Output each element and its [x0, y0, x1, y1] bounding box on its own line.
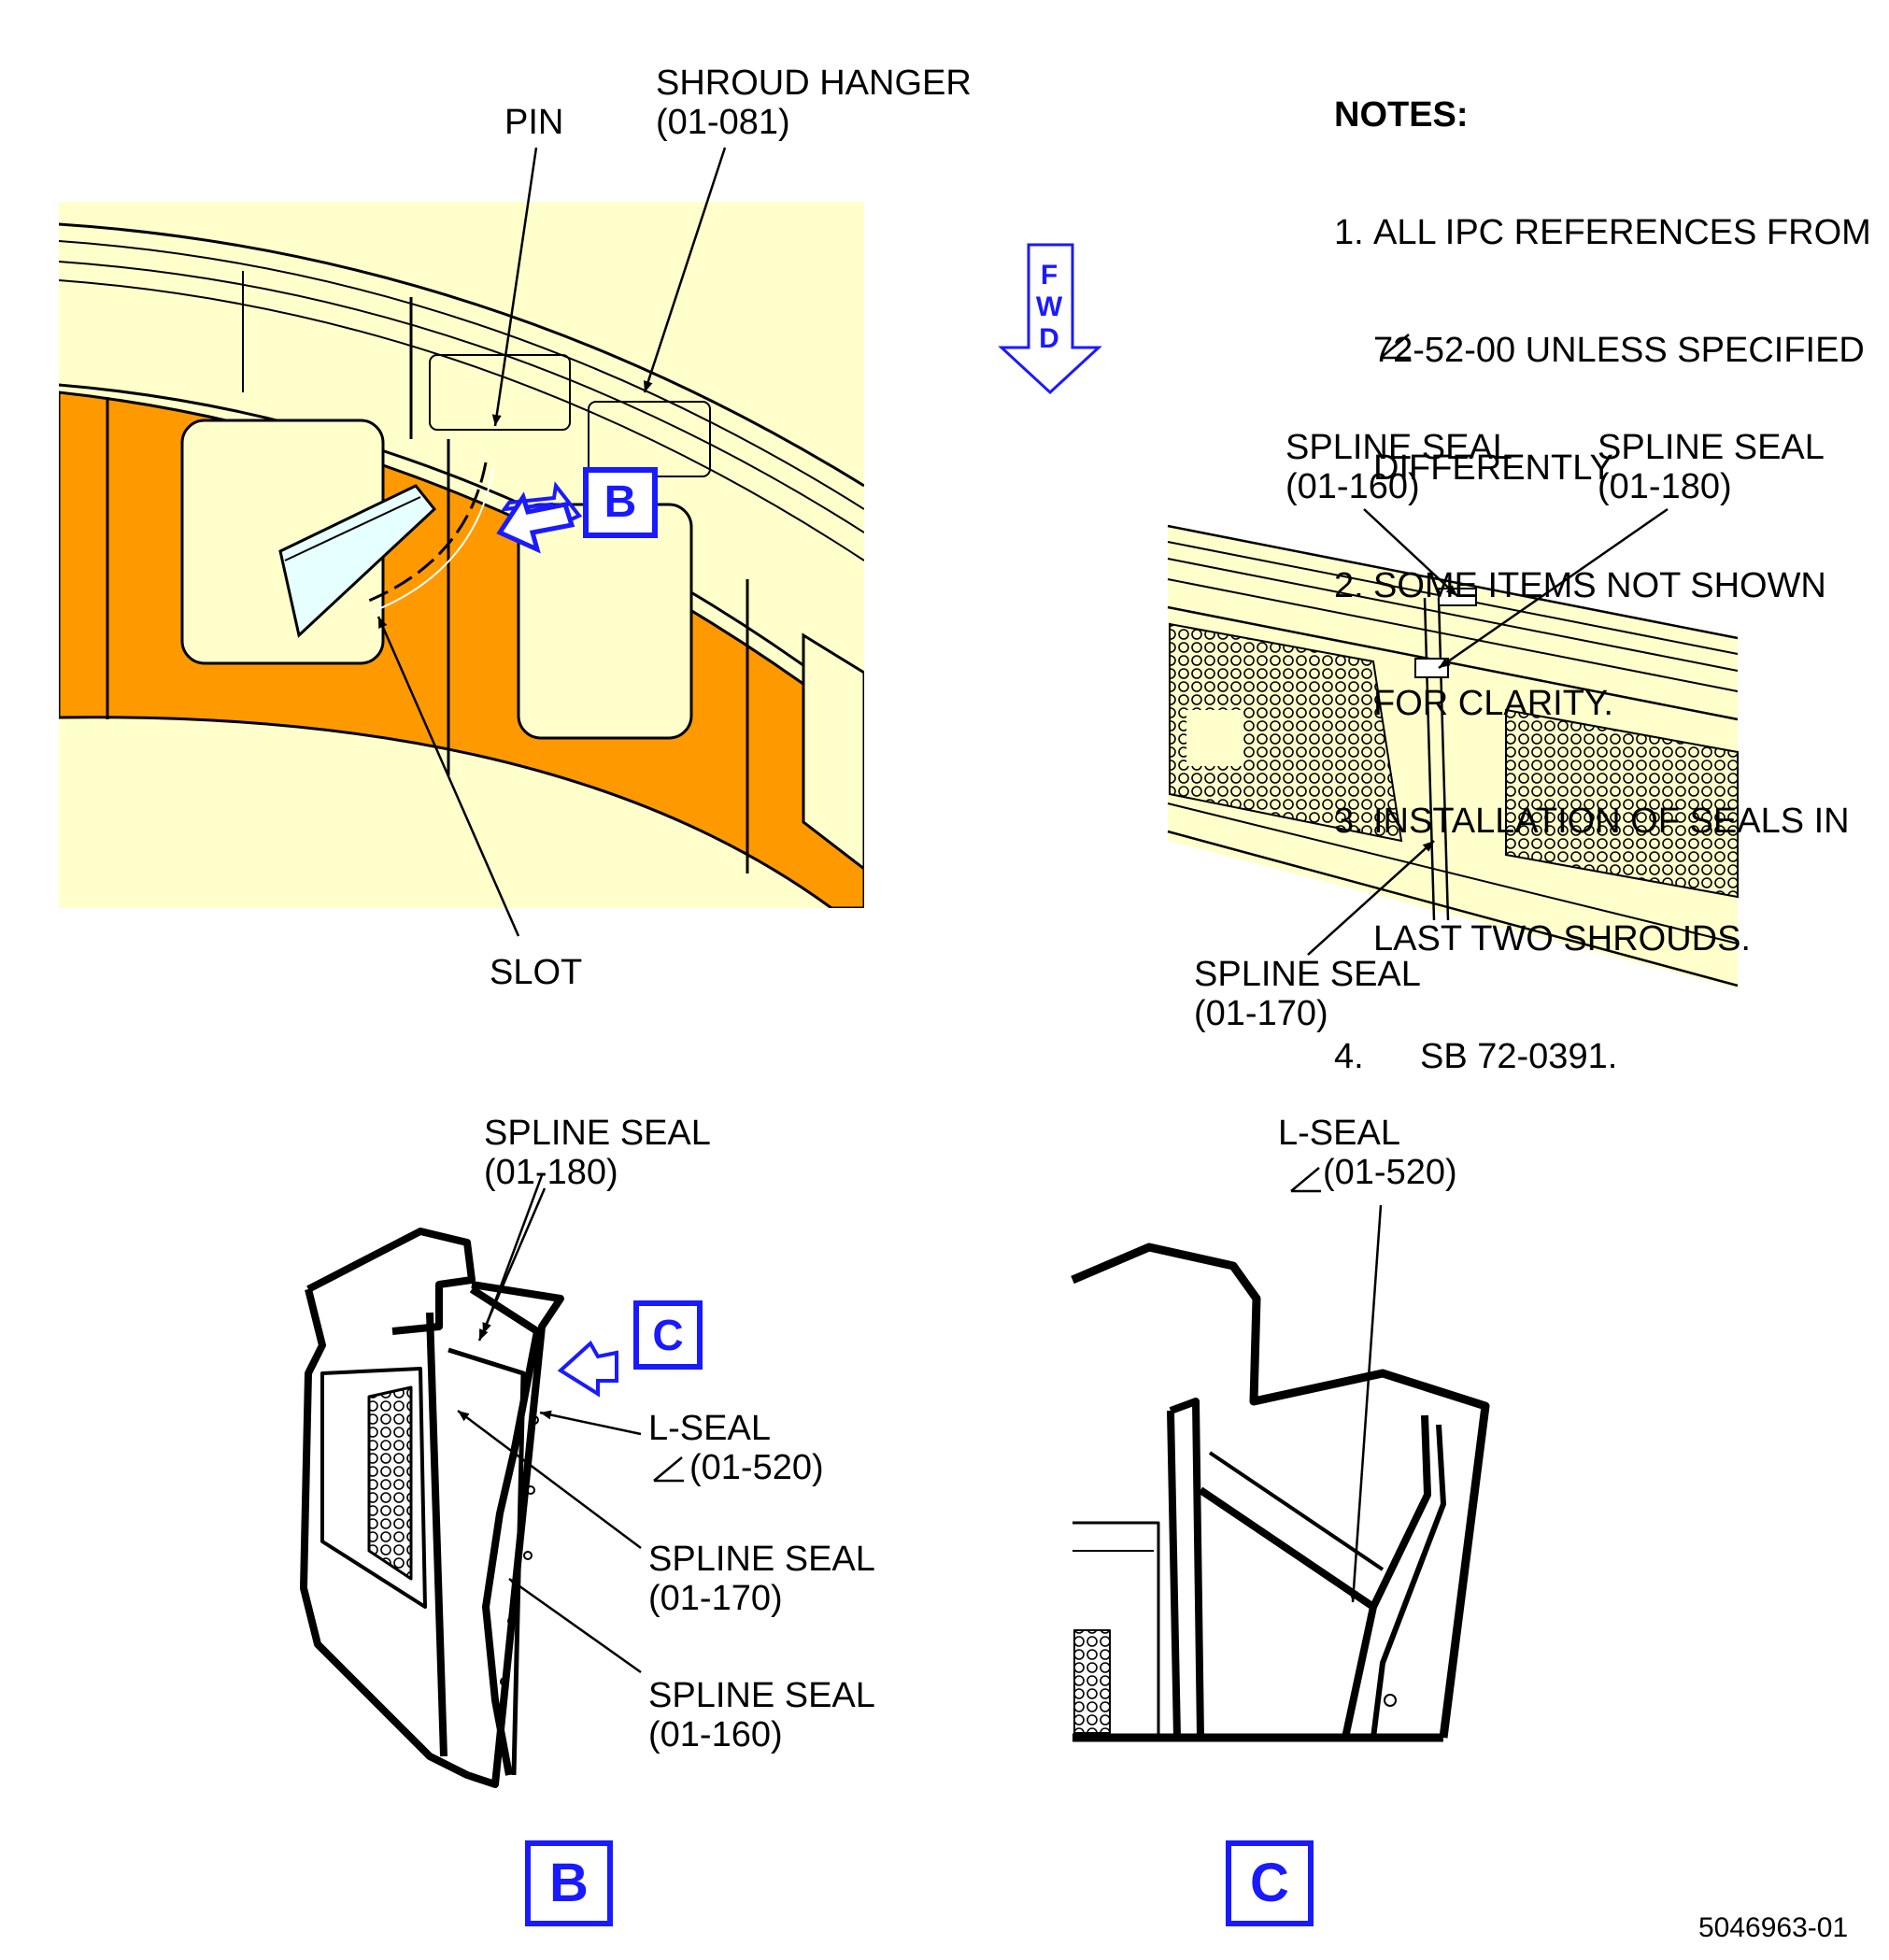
- note-text: ALL IPC REFERENCES FROM: [1373, 213, 1871, 252]
- label-spline-seal-160-name: SPLINE SEAL: [1285, 428, 1513, 467]
- label-pin: PIN: [504, 103, 564, 142]
- spline-seal-160-leader: [1363, 508, 1458, 597]
- label-spline-seal-180-name: SPLINE SEAL: [1598, 428, 1825, 467]
- label-spline-seal-170-ref: (01-170): [1194, 994, 1328, 1033]
- note-text: LAST TWO SHROUDS.: [1373, 919, 1751, 959]
- view-c-title: C: [1226, 1840, 1314, 1926]
- note-flag-icon: [1380, 334, 1411, 360]
- label-slot: SLOT: [490, 953, 583, 992]
- view-b-l-seal-leader: [539, 1410, 642, 1436]
- notes-block: NOTES: 1.ALL IPC REFERENCES FROM 72-52-0…: [1334, 17, 1871, 1115]
- view-c-l-seal-leader: [1348, 1204, 1383, 1603]
- view-b-label-spline-seal-160-ref: (01-160): [648, 1715, 783, 1754]
- view-c-arrow: [557, 1340, 618, 1398]
- note-text: INSTALLATION OF SEALS IN: [1373, 802, 1850, 841]
- fwd-letter: D: [1039, 323, 1059, 354]
- note-text: 72-52-00 UNLESS SPECIFIED: [1373, 331, 1865, 370]
- note-text: SOME ITEMS NOT SHOWN: [1373, 566, 1826, 605]
- note-number: 2.: [1334, 566, 1364, 605]
- view-b-label-spline-seal-170-name: SPLINE SEAL: [648, 1540, 875, 1579]
- label-spline-seal-170-name: SPLINE SEAL: [1194, 955, 1421, 994]
- view-b-detail: [300, 1174, 564, 1788]
- shroud-hanger-leader: [643, 147, 727, 393]
- note-number: 3.: [1334, 802, 1364, 841]
- view-b-spline-seal-170-leader: [457, 1410, 642, 1549]
- shroud-assembly-view: [59, 147, 864, 937]
- view-c-label-l-seal-name: L-SEAL: [1278, 1114, 1400, 1153]
- fwd-letter: W: [1035, 291, 1063, 322]
- view-c-label-l-seal-ref: (01-520): [1323, 1153, 1457, 1192]
- view-c-detail: [1071, 1243, 1490, 1742]
- view-b-spline-seal-160-leader: [508, 1577, 642, 1674]
- forward-arrow-icon: [998, 243, 1102, 395]
- view-b-label-spline-seal-180-ref: (01-180): [484, 1153, 618, 1192]
- forward-indicator: F W D: [998, 245, 1101, 394]
- slot-leader: [376, 616, 520, 937]
- view-b-label-l-seal-name: L-SEAL: [648, 1409, 771, 1448]
- view-b-arrow: [496, 491, 575, 554]
- figure-number: 5046963-01: [1698, 1912, 1849, 1943]
- note-text: SB 72-0391.: [1420, 1037, 1618, 1076]
- seal-part: [278, 484, 437, 638]
- view-b-label-spline-seal-170-ref: (01-170): [648, 1579, 783, 1618]
- fwd-letter: F: [1040, 260, 1058, 291]
- view-b-title: B: [525, 1840, 613, 1926]
- note-flag-icon: [1290, 1167, 1321, 1193]
- view-b-callout: B: [583, 467, 658, 538]
- label-shroud-hanger-name: SHROUD HANGER: [656, 64, 972, 103]
- view-b-spline-seal-180-leader: [477, 1187, 547, 1342]
- note-number: 4.: [1334, 1037, 1364, 1076]
- note-number: 1.: [1334, 213, 1364, 252]
- label-spline-seal-180-ref: (01-180): [1598, 467, 1732, 506]
- note-text: DIFFERENTLY.: [1373, 448, 1619, 488]
- note-flag-icon: [653, 1456, 684, 1483]
- spline-seal-180-leader: [1438, 507, 1669, 670]
- pin-leader: [491, 147, 538, 427]
- spline-seal-170-leader: [1307, 840, 1435, 956]
- label-shroud-hanger-ref: (01-081): [656, 103, 790, 142]
- view-b-label-l-seal-ref: (01-520): [689, 1448, 824, 1487]
- note-text: FOR CLARITY.: [1373, 684, 1613, 723]
- label-spline-seal-160-ref: (01-160): [1285, 467, 1420, 506]
- notes-title: NOTES:: [1334, 95, 1469, 135]
- view-b-label-spline-seal-180-name: SPLINE SEAL: [484, 1114, 711, 1153]
- view-c-callout: C: [633, 1300, 703, 1370]
- seal-location-view: [1167, 507, 1739, 988]
- view-b-label-spline-seal-160-name: SPLINE SEAL: [648, 1676, 875, 1715]
